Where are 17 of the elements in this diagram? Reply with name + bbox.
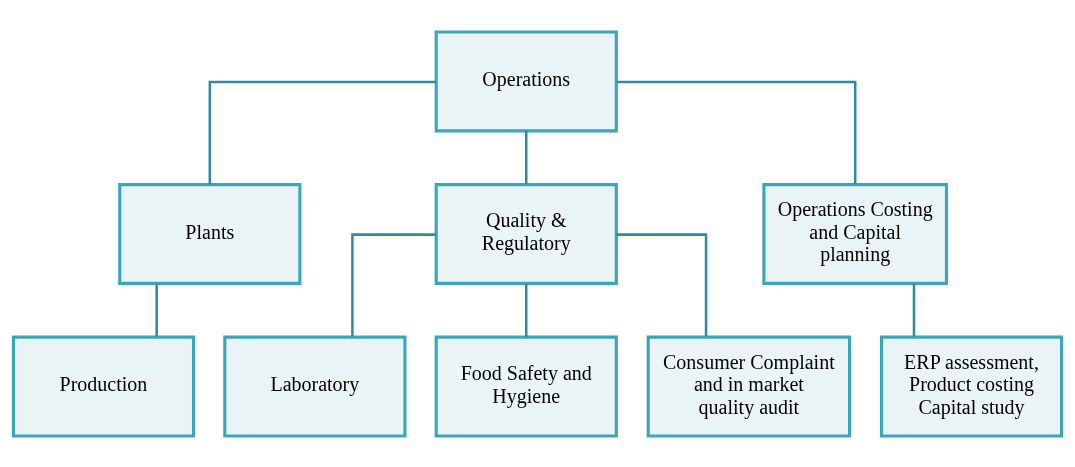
connector bbox=[525, 130, 528, 184]
connector bbox=[912, 283, 916, 337]
node-box: Quality & Regulatory bbox=[434, 182, 618, 285]
node-box: Consumer Complaint and in market quality audit bbox=[646, 335, 852, 438]
node-box: Plants bbox=[118, 182, 302, 285]
connector bbox=[351, 232, 436, 337]
node-box: Production bbox=[11, 335, 196, 438]
node-box: ERP assessment, Product costing Capital study bbox=[879, 335, 1064, 438]
connector bbox=[155, 283, 158, 337]
node-box: Operations Costing and Capital planning bbox=[762, 182, 949, 285]
node-box: Operations bbox=[434, 29, 618, 132]
connector bbox=[208, 80, 436, 184]
connector bbox=[616, 232, 708, 337]
node-box: Food Safety and Hygiene bbox=[434, 335, 618, 438]
connector bbox=[525, 283, 528, 337]
node-box: Laboratory bbox=[223, 335, 407, 438]
connector bbox=[616, 80, 857, 184]
